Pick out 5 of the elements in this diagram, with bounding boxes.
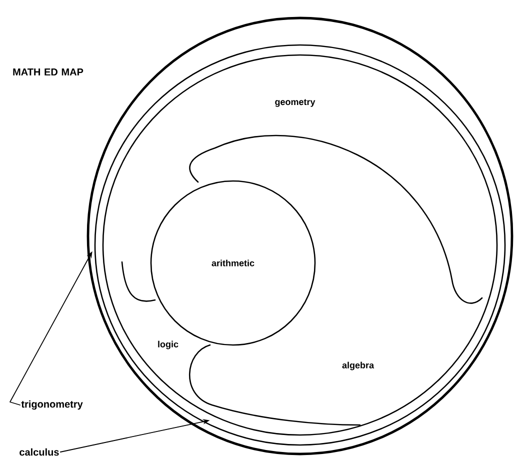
leader-text: trigonometry (21, 400, 83, 410)
title: MATH ED MAP (13, 68, 84, 76)
leader-text: calculus (20, 448, 59, 456)
region-label: geometry (275, 99, 316, 107)
region-label: algebra (342, 362, 374, 370)
